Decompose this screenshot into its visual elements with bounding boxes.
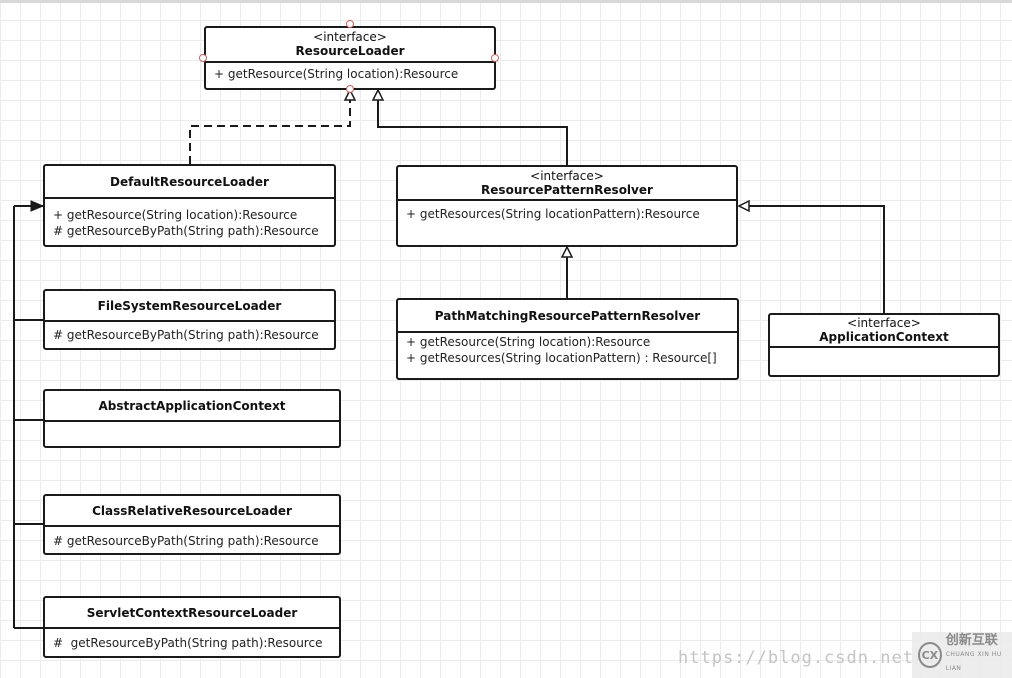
class-header: <interface> ResourcePatternResolver xyxy=(398,167,736,201)
connection-point[interactable] xyxy=(346,20,354,28)
connection-point[interactable] xyxy=(199,54,207,62)
class-header: <interface> ResourceLoader xyxy=(206,28,494,63)
class-name: FileSystemResourceLoader xyxy=(97,298,282,313)
brand-logo: CX 创新互联 CHUANG XIN HU LIAN xyxy=(912,632,1012,678)
extends-patternresolver-to-resourceloader xyxy=(378,90,568,165)
method-list: + getResources(String locationPattern):R… xyxy=(398,201,736,222)
method-list: # getResourceByPath(String path):Resourc… xyxy=(45,322,334,343)
method-list-empty xyxy=(45,422,339,425)
connection-point[interactable] xyxy=(491,54,499,62)
logo-mark-icon: CX xyxy=(918,642,942,668)
class-header: FileSystemResourceLoader xyxy=(45,291,334,322)
class-servlet-context-resource-loader[interactable]: ServletContextResourceLoader # getResour… xyxy=(43,596,341,658)
class-class-relative-resource-loader[interactable]: ClassRelativeResourceLoader # getResourc… xyxy=(43,494,341,555)
stereotype-label: <interface> xyxy=(530,168,604,183)
method-row: # getResourceByPath(String path):Resourc… xyxy=(53,534,319,548)
method-row: # getResourceByPath(String path):Resourc… xyxy=(53,328,319,342)
class-path-matching-resource-pattern-resolver[interactable]: PathMatchingResourcePatternResolver + ge… xyxy=(396,298,739,380)
method-list: # getResourceByPath(String path):Resourc… xyxy=(45,629,339,651)
method-row: # getResourceByPath(String path):Resourc… xyxy=(53,224,319,238)
class-header: <interface> ApplicationContext xyxy=(770,315,998,348)
class-header: DefaultResourceLoader xyxy=(45,166,334,199)
class-name: ServletContextResourceLoader xyxy=(86,605,298,620)
method-list: + getResource(String location):Resource … xyxy=(398,333,737,366)
canvas-top-border xyxy=(0,0,1012,3)
class-file-system-resource-loader[interactable]: FileSystemResourceLoader # getResourceBy… xyxy=(43,289,336,350)
method-list: # getResourceByPath(String path):Resourc… xyxy=(45,527,339,549)
method-row: + getResources(String locationPattern) :… xyxy=(406,351,717,365)
logo-subtitle: CHUANG XIN HU LIAN xyxy=(945,651,1002,672)
method-row: + getResource(String location):Resource xyxy=(406,335,651,349)
class-name: PathMatchingResourcePatternResolver xyxy=(434,308,701,323)
class-header: AbstractApplicationContext xyxy=(45,391,339,422)
class-name: ResourcePatternResolver xyxy=(481,182,653,197)
method-row: # getResourceByPath(String path):Resourc… xyxy=(53,636,323,650)
class-header: ClassRelativeResourceLoader xyxy=(45,496,339,527)
connection-point[interactable] xyxy=(346,85,354,93)
logo-text: 创新互联 CHUANG XIN HU LIAN xyxy=(946,634,1012,676)
method-list: + getResource(String location):Resource … xyxy=(45,199,334,239)
inheritance-trunk xyxy=(13,206,44,629)
class-name: AbstractApplicationContext xyxy=(98,398,286,413)
method-row: + getResource(String location):Resource xyxy=(53,208,298,222)
class-application-context[interactable]: <interface> ApplicationContext xyxy=(768,313,1000,377)
class-resource-loader[interactable]: <interface> ResourceLoader + getResource… xyxy=(204,26,496,90)
class-name: ApplicationContext xyxy=(819,330,949,344)
class-name: ClassRelativeResourceLoader xyxy=(92,503,292,518)
stereotype-label: <interface> xyxy=(313,30,387,44)
class-header: PathMatchingResourcePatternResolver xyxy=(398,300,737,333)
class-header: ServletContextResourceLoader xyxy=(45,598,339,629)
watermark-url: https://blog.csdn.net/s xyxy=(678,648,937,668)
class-name: ResourceLoader xyxy=(295,44,405,58)
stereotype-label: <interface> xyxy=(847,316,921,330)
extends-appcontext-to-patternresolver xyxy=(739,206,885,313)
class-abstract-application-context[interactable]: AbstractApplicationContext xyxy=(43,389,341,448)
logo-title: 创新互联 xyxy=(945,633,998,648)
method-list-empty xyxy=(770,348,998,351)
method-row: + getResource(String location):Resource xyxy=(214,67,459,81)
method-list: + getResource(String location):Resource xyxy=(206,63,494,82)
method-row: + getResources(String locationPattern):R… xyxy=(406,207,700,221)
class-name: DefaultResourceLoader xyxy=(110,174,269,189)
realization-default-to-resourceloader xyxy=(189,90,350,164)
class-default-resource-loader[interactable]: DefaultResourceLoader + getResource(Stri… xyxy=(43,164,336,247)
class-resource-pattern-resolver[interactable]: <interface> ResourcePatternResolver + ge… xyxy=(396,165,738,247)
